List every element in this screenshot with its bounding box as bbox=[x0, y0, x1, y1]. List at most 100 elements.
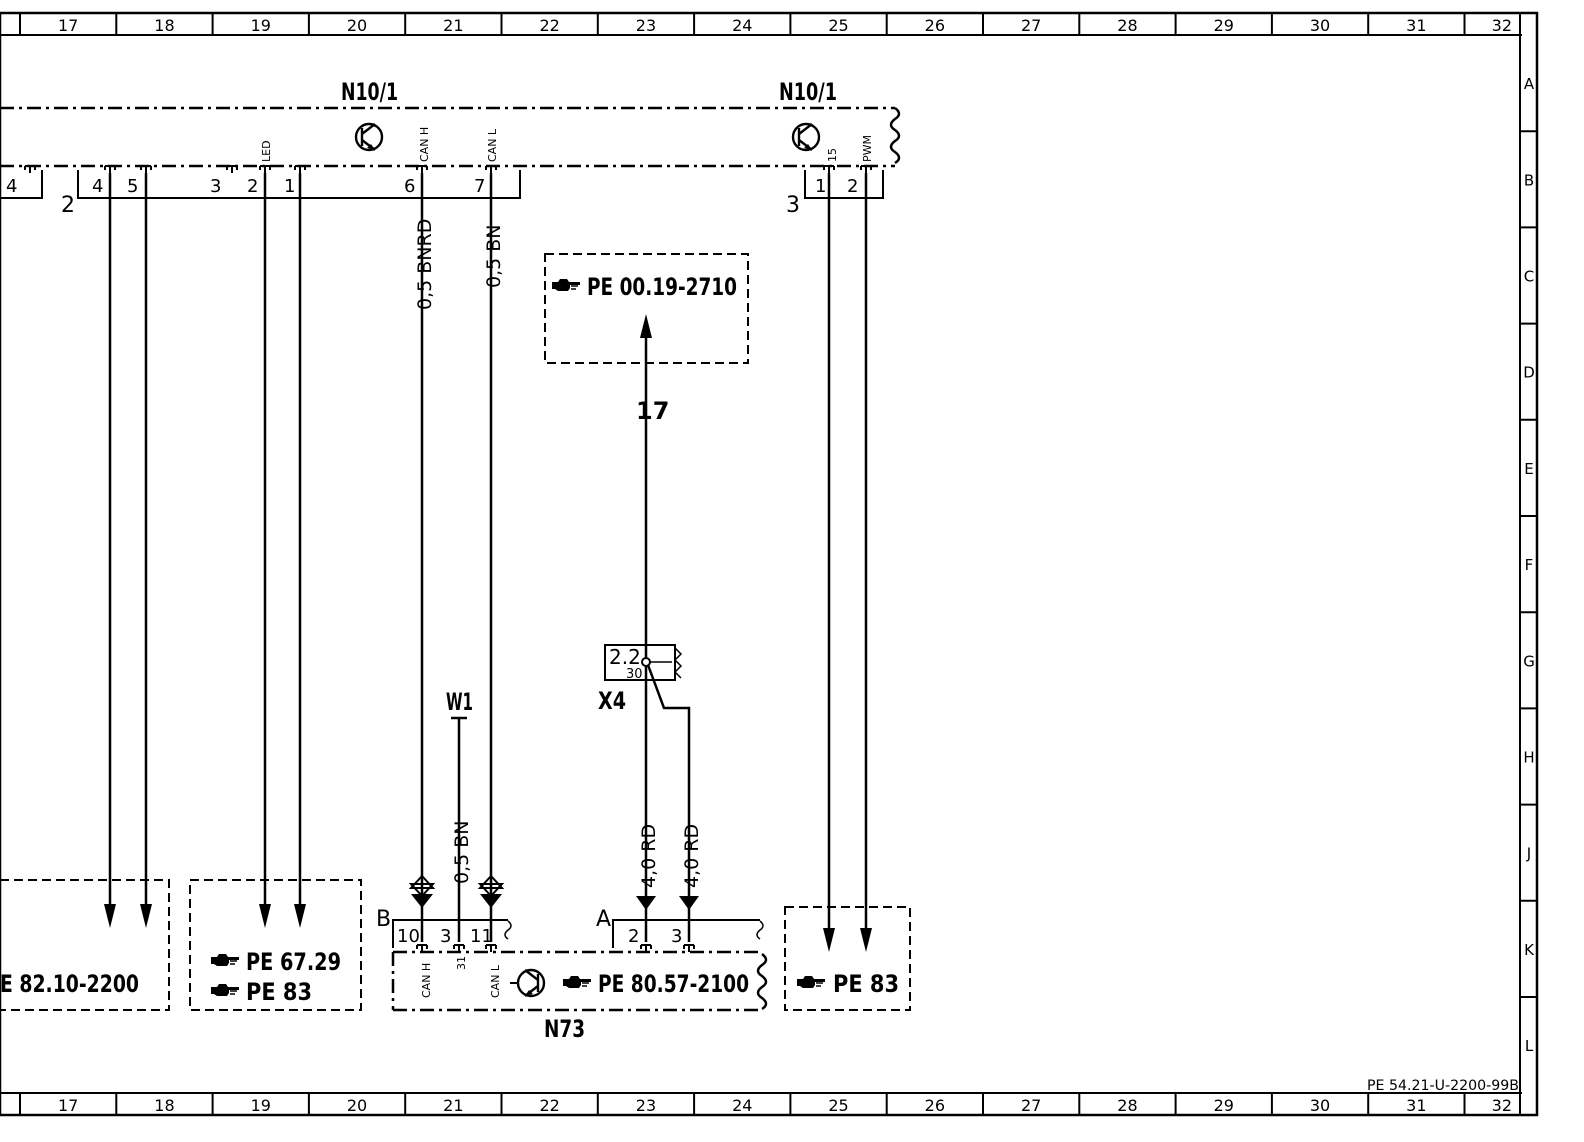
pin-label: 10 bbox=[397, 926, 420, 947]
pin-label: 7 bbox=[474, 176, 485, 197]
row-label: A bbox=[1524, 75, 1535, 93]
transistor-icon bbox=[354, 122, 384, 152]
row-label: K bbox=[1524, 941, 1535, 959]
wire-label-bn-w1: 0,5 BN bbox=[451, 820, 473, 884]
row-label: C bbox=[1524, 268, 1534, 286]
column-label: 25 bbox=[828, 16, 848, 35]
column-label: 27 bbox=[1021, 16, 1041, 35]
reference-pe-83-left[interactable]: PE 83 bbox=[246, 978, 312, 1006]
column-label: 20 bbox=[347, 16, 367, 35]
transistor-icon bbox=[791, 122, 821, 152]
signal-can-h: CAN H bbox=[420, 963, 433, 998]
row-label: L bbox=[1525, 1037, 1534, 1055]
x4-junction bbox=[604, 644, 683, 681]
n10-left-label: N10/1 bbox=[341, 78, 398, 106]
transistor-icon bbox=[516, 968, 546, 998]
column-label: 32 bbox=[1492, 16, 1512, 35]
pointing-hand-icon bbox=[562, 975, 592, 989]
column-label: 17 bbox=[58, 1096, 78, 1115]
pin-label: 6 bbox=[404, 176, 415, 197]
pin-label: 1 bbox=[284, 176, 295, 197]
column-label: 23 bbox=[636, 1096, 656, 1115]
column-label: 31 bbox=[1406, 1096, 1426, 1115]
column-label: 22 bbox=[539, 1096, 559, 1115]
wires bbox=[104, 173, 872, 952]
pin-label: 3 bbox=[671, 926, 682, 947]
column-label: 23 bbox=[636, 16, 656, 35]
column-label: 29 bbox=[1214, 16, 1234, 35]
pin-label: 2 bbox=[628, 926, 639, 947]
column-labels-bottom: 17 18 19 20 21 22 23 24 25 26 27 28 29 30 31 32 bbox=[58, 1096, 1512, 1115]
column-label: 28 bbox=[1117, 16, 1137, 35]
column-label: 29 bbox=[1214, 1096, 1234, 1115]
x4-label: X4 bbox=[598, 687, 626, 715]
wire-number-17: 17 bbox=[636, 397, 669, 425]
column-label: 24 bbox=[732, 1096, 752, 1115]
row-label: G bbox=[1523, 652, 1535, 670]
row-dividers bbox=[1520, 130, 1537, 998]
column-label: 28 bbox=[1117, 1096, 1137, 1115]
row-label: E bbox=[1524, 460, 1533, 478]
n10-right-label: N10/1 bbox=[779, 78, 837, 106]
drawing-frame bbox=[0, 11, 1539, 1117]
signal-15: 15 bbox=[826, 148, 839, 162]
x4-pin-a: 2.2 bbox=[609, 645, 641, 669]
reference-pe-00-19-2710[interactable]: PE 00.19-2710 bbox=[587, 273, 737, 301]
column-label: 22 bbox=[539, 16, 559, 35]
column-label: 19 bbox=[251, 16, 271, 35]
wire-label-rd-b: 4,0 RD bbox=[681, 824, 703, 888]
reference-pe-82-10-2200[interactable]: E 82.10-2200 bbox=[0, 970, 139, 998]
wire-label-bn-top: 0,5 BN bbox=[483, 224, 505, 288]
column-dividers bbox=[19, 13, 1466, 1115]
pin-label: 3 bbox=[210, 176, 221, 197]
signal-can-l: CAN L bbox=[486, 128, 499, 162]
w1-label: W1 bbox=[446, 688, 473, 716]
column-label: 25 bbox=[828, 1096, 848, 1115]
plug-a-label: A bbox=[596, 907, 611, 932]
signal-can-h: CAN H bbox=[418, 127, 431, 162]
row-label: J bbox=[1526, 845, 1531, 863]
column-label: 24 bbox=[732, 16, 752, 35]
x4-pin-b: 30 bbox=[626, 667, 643, 682]
n10-control-unit bbox=[0, 106, 901, 168]
row-label: F bbox=[1525, 556, 1534, 574]
column-label: 18 bbox=[154, 1096, 174, 1115]
pointing-hand-icon bbox=[210, 953, 240, 967]
pin-label: 2 bbox=[61, 193, 75, 218]
reference-pe-67-29[interactable]: PE 67.29 bbox=[246, 948, 341, 976]
wire-label-bnrd: 0,5 BNRD bbox=[414, 219, 436, 310]
column-label: 26 bbox=[925, 1096, 945, 1115]
reference-pe-80-57-2100[interactable]: PE 80.57-2100 bbox=[598, 970, 749, 998]
pin-label: 2 bbox=[247, 176, 258, 197]
column-label: 18 bbox=[154, 16, 174, 35]
wire-label-rd-a: 4,0 RD bbox=[638, 824, 660, 888]
plug-b-label: B bbox=[376, 907, 391, 932]
column-label: 31 bbox=[1406, 16, 1426, 35]
column-label: 20 bbox=[347, 1096, 367, 1115]
drawing-number: PE 54.21-U-2200-99B bbox=[1367, 1078, 1519, 1094]
row-label: D bbox=[1523, 364, 1535, 382]
row-label: B bbox=[1524, 171, 1534, 189]
signal-31: 31 bbox=[455, 956, 468, 970]
column-label: 32 bbox=[1492, 1096, 1512, 1115]
column-label: 17 bbox=[58, 16, 78, 35]
column-label: 30 bbox=[1310, 1096, 1330, 1115]
column-label: 26 bbox=[925, 16, 945, 35]
column-label: 27 bbox=[1021, 1096, 1041, 1115]
pin-label: 4 bbox=[6, 176, 17, 197]
pin-label: 2 bbox=[847, 176, 858, 197]
column-label: 21 bbox=[443, 1096, 463, 1115]
pin-label: 5 bbox=[127, 176, 138, 197]
reference-pe-83-right[interactable]: PE 83 bbox=[833, 970, 899, 998]
pointing-hand-icon bbox=[796, 975, 826, 989]
signal-led: LED bbox=[260, 140, 273, 162]
column-label: 19 bbox=[251, 1096, 271, 1115]
pin-label: 11 bbox=[470, 926, 493, 947]
n73-control-unit bbox=[391, 919, 768, 1012]
pin-label: 3 bbox=[440, 926, 451, 947]
n73-label: N73 bbox=[544, 1015, 585, 1043]
pointing-hand-icon bbox=[551, 278, 581, 292]
column-label: 30 bbox=[1310, 16, 1330, 35]
